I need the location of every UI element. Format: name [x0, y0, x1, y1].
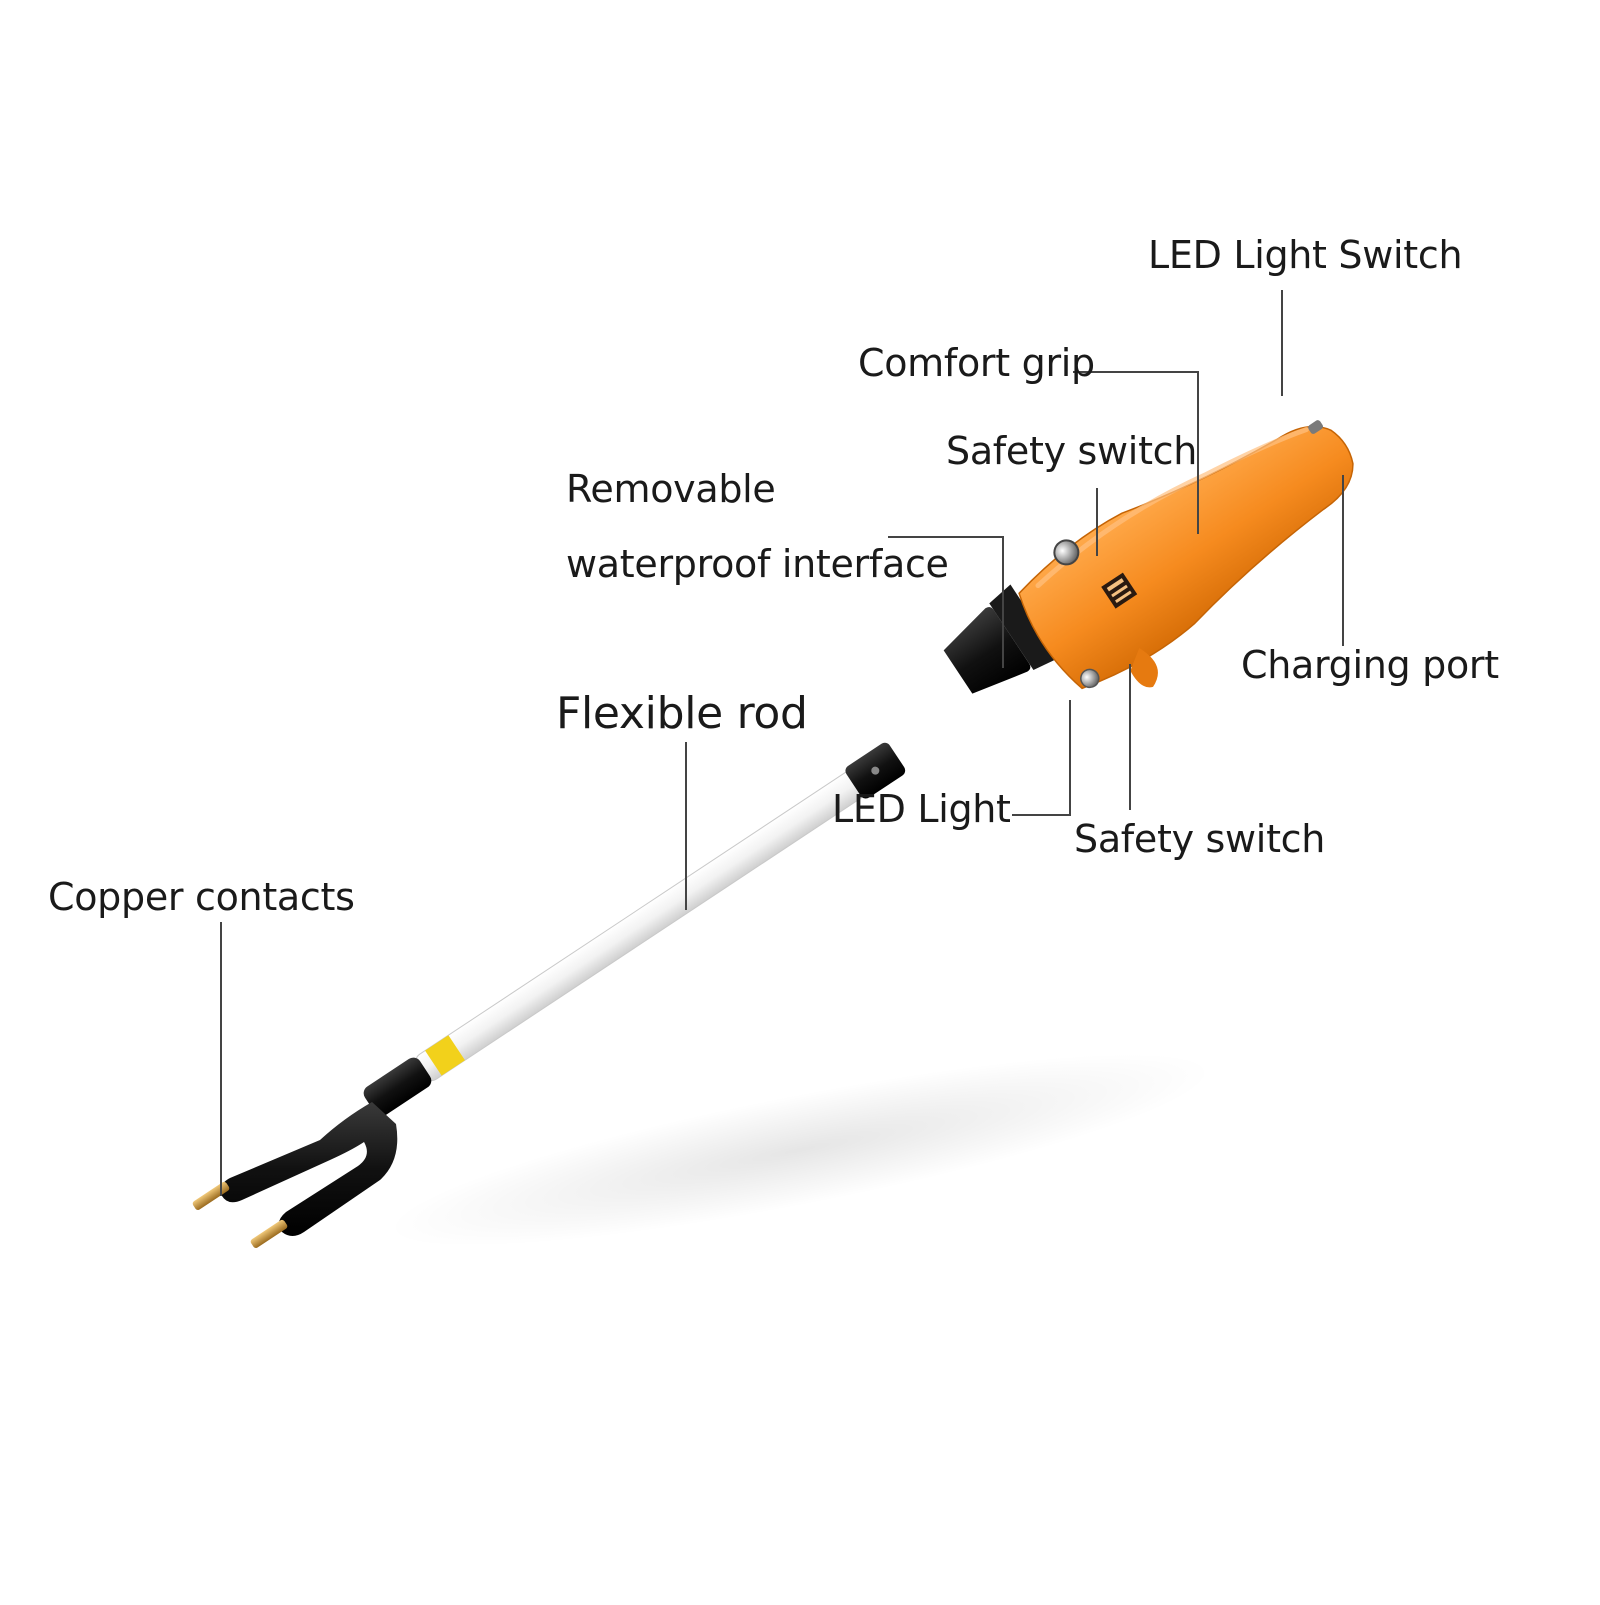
- label-led-light: LED Light: [832, 787, 1011, 831]
- label-removable-line2: waterproof interface: [566, 542, 949, 586]
- leader-led-light: [1012, 700, 1071, 816]
- label-charging-port: Charging port: [1241, 643, 1499, 687]
- led-switch-button: [1308, 420, 1324, 434]
- floor-shadow: [387, 1053, 1213, 1247]
- label-comfort-grip: Comfort grip: [858, 341, 1095, 385]
- leader-lines: [220, 290, 1344, 1196]
- label-flexible-rod: Flexible rod: [556, 688, 808, 739]
- leader-comfort-grip: [1073, 371, 1199, 534]
- label-removable-line1: Removable: [566, 467, 776, 511]
- led-lens: [1080, 668, 1100, 689]
- label-safety-switch-bottom: Safety switch: [1074, 817, 1326, 861]
- orange-handle: [1018, 420, 1354, 690]
- safety-switch-button: [1053, 539, 1080, 566]
- label-safety-switch-top: Safety switch: [946, 429, 1198, 473]
- label-led-light-switch: LED Light Switch: [1148, 233, 1463, 277]
- leader-removable-interface: [888, 536, 1004, 668]
- label-copper-contacts: Copper contacts: [48, 875, 355, 919]
- trigger-guard: [1130, 648, 1158, 688]
- fork-head: [221, 1057, 432, 1236]
- waterproof-interface: [943, 584, 1060, 694]
- rod-yellow-tag: [425, 1035, 465, 1076]
